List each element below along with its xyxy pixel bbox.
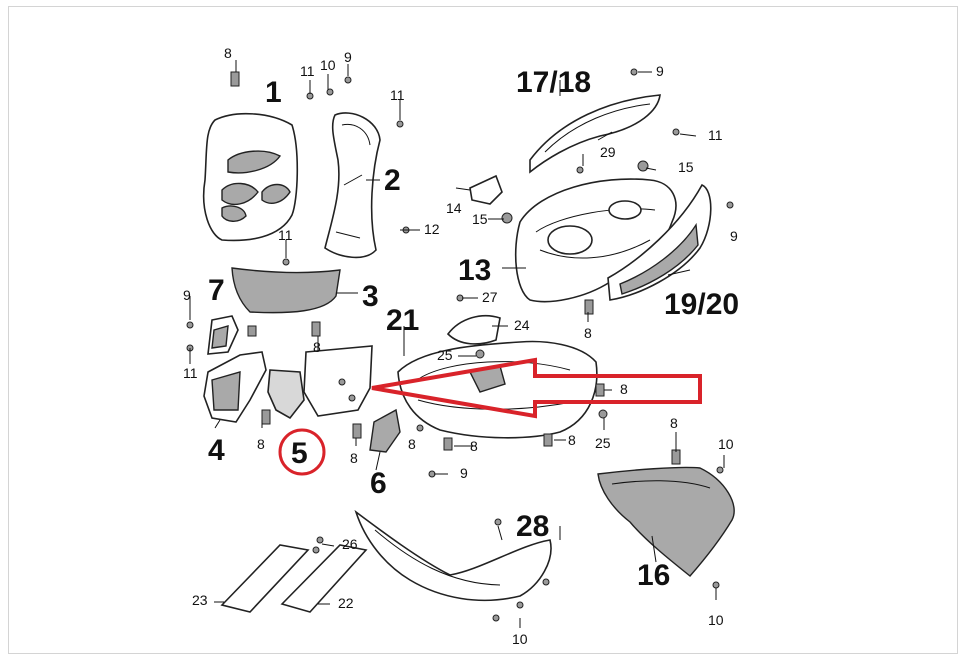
label-11: 11 bbox=[390, 87, 405, 103]
label-15: 15 bbox=[472, 211, 488, 227]
label-8: 8 bbox=[408, 436, 416, 452]
part-16-mudguard bbox=[597, 466, 735, 577]
highlight-arrow bbox=[371, 357, 702, 419]
part-1-front-shield bbox=[202, 112, 299, 242]
part-19-20-side-cover bbox=[607, 183, 712, 301]
label-25: 25 bbox=[437, 347, 453, 363]
label-22: 22 bbox=[338, 595, 354, 611]
label-26: 26 bbox=[342, 536, 358, 552]
label-29: 29 bbox=[600, 144, 616, 160]
label-8: 8 bbox=[670, 415, 678, 431]
label-10: 10 bbox=[718, 436, 734, 452]
label-12: 12 bbox=[424, 221, 440, 237]
label-part-13: 13 bbox=[458, 254, 491, 287]
part-17-18-top-cover bbox=[529, 94, 661, 174]
label-9: 9 bbox=[656, 63, 664, 79]
label-part-17-18: 17/18 bbox=[516, 66, 591, 99]
label-27: 27 bbox=[482, 289, 498, 305]
label-part-6: 6 bbox=[370, 467, 387, 500]
label-9: 9 bbox=[344, 49, 352, 65]
label-23: 23 bbox=[192, 592, 208, 608]
part-2-inner-frame bbox=[324, 112, 381, 259]
label-8: 8 bbox=[313, 339, 321, 355]
part-23-footrest-mat bbox=[220, 544, 310, 613]
part-7-bracket bbox=[207, 315, 239, 355]
label-part-7: 7 bbox=[208, 274, 225, 307]
part-3-lower-panel bbox=[231, 267, 341, 314]
label-8: 8 bbox=[620, 381, 628, 397]
part-28-floor-pan bbox=[354, 509, 552, 602]
hardware-fasteners bbox=[186, 68, 734, 622]
label-11: 11 bbox=[300, 63, 315, 79]
label-8: 8 bbox=[224, 45, 232, 61]
label-part-28: 28 bbox=[516, 510, 549, 543]
label-15: 15 bbox=[678, 159, 694, 175]
label-part-3: 3 bbox=[362, 280, 379, 313]
label-8: 8 bbox=[350, 450, 358, 466]
label-11: 11 bbox=[183, 365, 198, 381]
leader-lines bbox=[189, 60, 725, 628]
label-10: 10 bbox=[512, 631, 528, 647]
label-part-19-20: 19/20 bbox=[664, 288, 739, 321]
label-part-16: 16 bbox=[637, 559, 670, 592]
label-25: 25 bbox=[595, 435, 611, 451]
label-part-2: 2 bbox=[384, 164, 401, 197]
label-11: 11 bbox=[708, 127, 723, 143]
label-9: 9 bbox=[460, 465, 468, 481]
part-14-clip bbox=[469, 174, 503, 205]
label-11: 11 bbox=[278, 227, 293, 243]
label-9: 9 bbox=[183, 287, 191, 303]
label-part-21: 21 bbox=[386, 304, 419, 337]
part-21-floor-frame bbox=[397, 340, 598, 439]
label-8: 8 bbox=[584, 325, 592, 341]
part-22-footrest-mat bbox=[280, 544, 368, 613]
highlight-circle bbox=[278, 428, 326, 476]
label-part-4: 4 bbox=[208, 434, 225, 467]
part-13-storage-box bbox=[514, 178, 677, 303]
label-8: 8 bbox=[568, 432, 576, 448]
label-part-1: 1 bbox=[265, 76, 282, 109]
label-part-5: 5 bbox=[291, 437, 308, 470]
label-8: 8 bbox=[257, 436, 265, 452]
label-10: 10 bbox=[320, 57, 336, 73]
label-14: 14 bbox=[446, 200, 462, 216]
label-10: 10 bbox=[708, 612, 724, 628]
label-24: 24 bbox=[514, 317, 530, 333]
part-4-side-cover bbox=[203, 351, 267, 423]
part-24-cap bbox=[446, 314, 501, 345]
part-5-cover-pair bbox=[267, 345, 373, 420]
label-9: 9 bbox=[730, 228, 738, 244]
part-6-small-cover bbox=[369, 408, 401, 453]
label-8: 8 bbox=[470, 438, 478, 454]
